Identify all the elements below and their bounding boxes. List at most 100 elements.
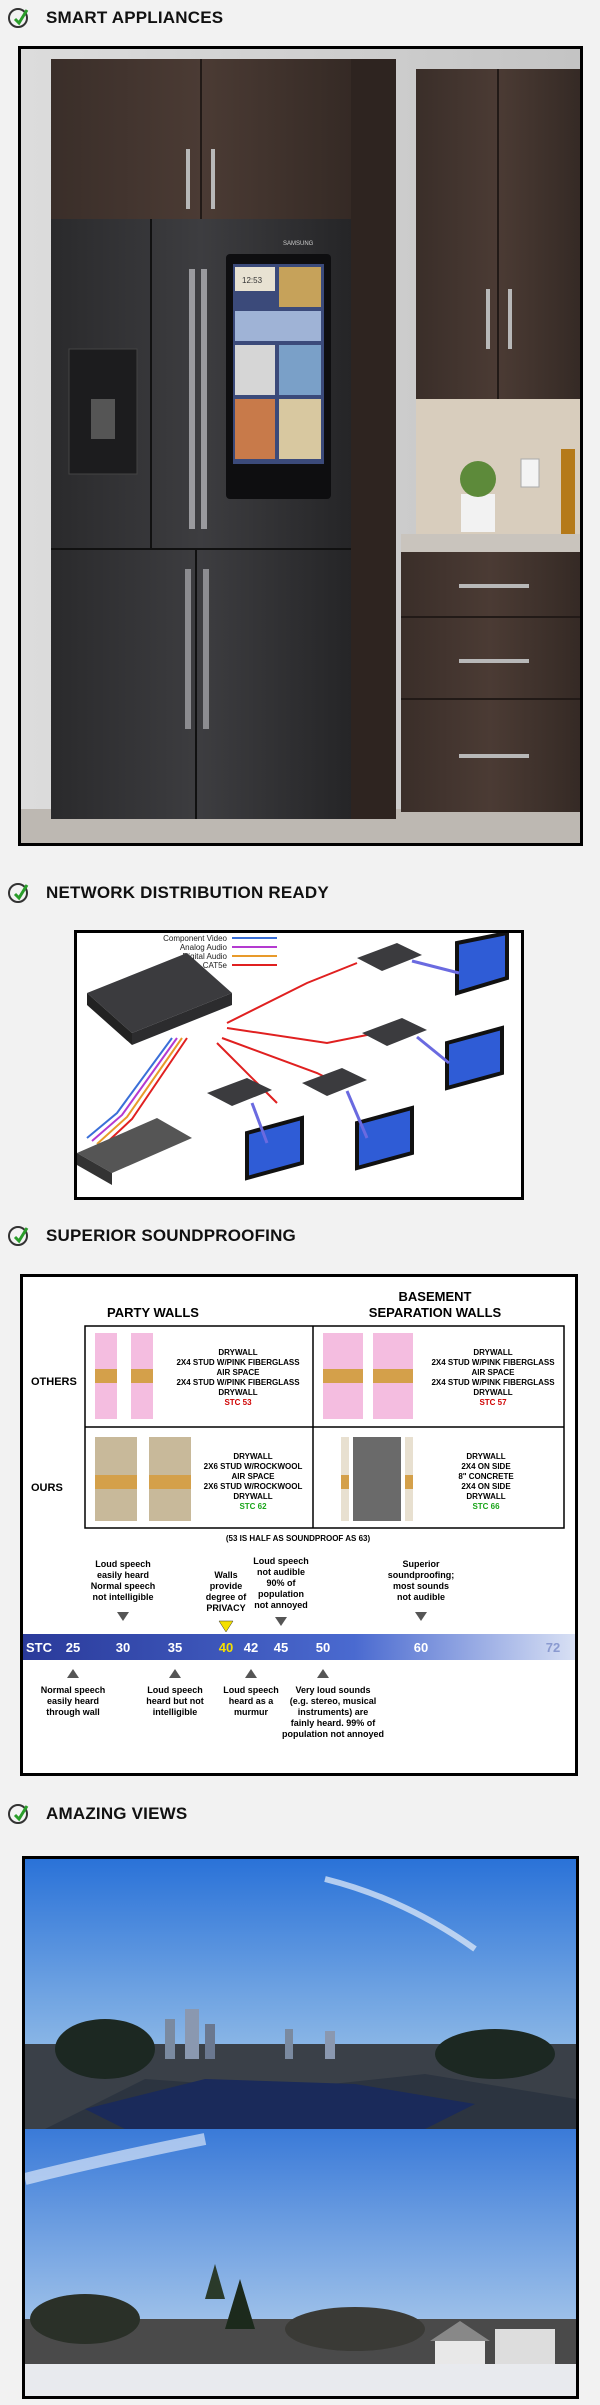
section-title: SUPERIOR SOUNDPROOFING (46, 1226, 296, 1245)
svg-text:provide: provide (210, 1581, 243, 1591)
row-header-ours: OURS (31, 1482, 63, 1494)
row-header-others: OTHERS (31, 1376, 77, 1388)
svg-text:not audible: not audible (257, 1567, 305, 1577)
svg-text:50: 50 (316, 1640, 330, 1655)
stc-scale: STC 25 30 35 40 42 45 50 60 72 (26, 1640, 560, 1655)
stc-value: STC 66 (472, 1502, 500, 1511)
svg-text:90% of: 90% of (266, 1578, 296, 1588)
svg-text:heard but not: heard but not (146, 1696, 204, 1706)
svg-text:soundproofing;: soundproofing; (388, 1570, 454, 1580)
svg-text:DRYWALL: DRYWALL (233, 1492, 272, 1501)
col-header-basement-2: SEPARATION WALLS (369, 1305, 502, 1320)
svg-text:30: 30 (116, 1640, 130, 1655)
svg-text:through wall: through wall (46, 1707, 100, 1717)
svg-text:Component Video: Component Video (163, 934, 227, 943)
svg-text:(e.g. stereo, musical: (e.g. stereo, musical (290, 1696, 377, 1706)
svg-text:DRYWALL: DRYWALL (218, 1388, 257, 1397)
svg-text:murmur: murmur (234, 1707, 269, 1717)
soundproofing-chart: PARTY WALLS BASEMENT SEPARATION WALLS OT… (20, 1274, 578, 1776)
screen-time: 12:53 (242, 276, 263, 285)
svg-text:35: 35 (168, 1640, 182, 1655)
ours-party-layers: DRYWALL 2X6 STUD W/ROCKWOOL AIR SPACE 2X… (204, 1452, 303, 1511)
svg-text:8" CONCRETE: 8" CONCRETE (458, 1472, 514, 1481)
svg-text:STC: STC (26, 1640, 53, 1655)
svg-text:heard as a: heard as a (229, 1696, 275, 1706)
svg-text:PRIVACY: PRIVACY (206, 1603, 245, 1613)
svg-text:72: 72 (546, 1640, 560, 1655)
stc-scale-bar (23, 1634, 575, 1660)
svg-text:most sounds: most sounds (393, 1581, 449, 1591)
svg-text:25: 25 (66, 1640, 80, 1655)
svg-text:2X6 STUD W/ROCKWOOL: 2X6 STUD W/ROCKWOOL (204, 1462, 303, 1471)
section-title: AMAZING VIEWS (46, 1804, 188, 1823)
svg-text:Walls: Walls (214, 1570, 237, 1580)
svg-text:not annoyed: not annoyed (254, 1600, 308, 1610)
network-legend: Component Video Analog Audio Digital Aud… (163, 934, 277, 970)
svg-text:Normal speech: Normal speech (41, 1685, 106, 1695)
svg-text:Superior: Superior (402, 1559, 440, 1569)
svg-text:2X4 STUD W/PINK FIBERGLASS: 2X4 STUD W/PINK FIBERGLASS (431, 1358, 555, 1367)
svg-text:60: 60 (414, 1640, 428, 1655)
svg-text:2X6 STUD W/ROCKWOOL: 2X6 STUD W/ROCKWOOL (204, 1482, 303, 1491)
others-basement-layers: DRYWALL 2X4 STUD W/PINK FIBERGLASS AIR S… (431, 1348, 555, 1407)
section-title: NETWORK DISTRIBUTION READY (46, 883, 329, 902)
ours-basement-layers: DRYWALL 2X4 ON SIDE 8" CONCRETE 2X4 ON S… (458, 1452, 514, 1511)
col-header-party: PARTY WALLS (107, 1305, 199, 1320)
stc-value: STC 53 (224, 1398, 252, 1407)
svg-text:AIR SPACE: AIR SPACE (217, 1368, 261, 1377)
section-header-smart-appliances: SMART APPLIANCES (8, 6, 223, 30)
svg-text:not intelligible: not intelligible (93, 1592, 154, 1602)
svg-text:2X4 STUD W/PINK FIBERGLASS: 2X4 STUD W/PINK FIBERGLASS (176, 1378, 300, 1387)
svg-text:2X4 STUD W/PINK FIBERGLASS: 2X4 STUD W/PINK FIBERGLASS (431, 1378, 555, 1387)
check-icon (8, 1804, 29, 1824)
svg-text:not audible: not audible (397, 1592, 445, 1602)
svg-text:DRYWALL: DRYWALL (218, 1348, 257, 1357)
section-header-network: NETWORK DISTRIBUTION READY (8, 881, 329, 905)
svg-text:easily heard: easily heard (47, 1696, 99, 1706)
check-icon (8, 883, 29, 903)
svg-text:DRYWALL: DRYWALL (233, 1452, 272, 1461)
section-title: SMART APPLIANCES (46, 8, 224, 27)
svg-text:2X4 ON SIDE: 2X4 ON SIDE (461, 1462, 511, 1471)
svg-text:DRYWALL: DRYWALL (466, 1492, 505, 1501)
svg-text:CAT5e: CAT5e (203, 961, 228, 970)
top-annotations: Loud speech easily heard Normal speech n… (91, 1556, 455, 1613)
svg-text:2X4 ON SIDE: 2X4 ON SIDE (461, 1482, 511, 1491)
note: (53 IS HALF AS SOUNDPROOF AS 63) (226, 1534, 371, 1543)
svg-text:Very loud sounds: Very loud sounds (295, 1685, 370, 1695)
svg-text:DRYWALL: DRYWALL (473, 1388, 512, 1397)
svg-text:Loud speech: Loud speech (223, 1685, 279, 1695)
svg-text:DRYWALL: DRYWALL (466, 1452, 505, 1461)
svg-text:45: 45 (274, 1640, 288, 1655)
section-header-views: AMAZING VIEWS (8, 1802, 187, 1826)
col-header-basement: BASEMENT (399, 1289, 472, 1304)
section-header-soundproofing: SUPERIOR SOUNDPROOFING (8, 1224, 296, 1248)
svg-text:instruments) are: instruments) are (298, 1707, 369, 1717)
svg-text:40: 40 (219, 1640, 233, 1655)
smart-appliances-image: 12:53 SAMSUNG (18, 46, 583, 846)
svg-text:Loud speech: Loud speech (253, 1556, 309, 1566)
svg-text:intelligible: intelligible (153, 1707, 198, 1717)
svg-text:Loud speech: Loud speech (147, 1685, 203, 1695)
svg-text:Digital Audio: Digital Audio (183, 952, 228, 961)
others-party-layers: DRYWALL 2X4 STUD W/PINK FIBERGLASS AIR S… (176, 1348, 300, 1407)
svg-text:Normal speech: Normal speech (91, 1581, 156, 1591)
svg-text:AIR SPACE: AIR SPACE (472, 1368, 516, 1377)
svg-text:easily heard: easily heard (97, 1570, 149, 1580)
svg-text:degree of: degree of (206, 1592, 248, 1602)
svg-text:42: 42 (244, 1640, 258, 1655)
bottom-annotations: Normal speech easily heard through wall … (41, 1685, 384, 1739)
svg-text:2X4 STUD W/PINK FIBERGLASS: 2X4 STUD W/PINK FIBERGLASS (176, 1358, 300, 1367)
svg-text:DRYWALL: DRYWALL (473, 1348, 512, 1357)
stc-value: STC 57 (479, 1398, 507, 1407)
network-diagram-image: Component Video Analog Audio Digital Aud… (74, 930, 524, 1200)
svg-text:population not annoyed: population not annoyed (282, 1729, 384, 1739)
check-icon (8, 1226, 29, 1246)
stc-value: STC 62 (239, 1502, 267, 1511)
svg-text:Analog Audio: Analog Audio (180, 943, 228, 952)
amazing-views-image (22, 1856, 579, 2399)
brand-logo: SAMSUNG (283, 241, 314, 247)
svg-text:Loud speech: Loud speech (95, 1559, 151, 1569)
check-icon (8, 8, 29, 28)
svg-text:AIR SPACE: AIR SPACE (232, 1472, 276, 1481)
